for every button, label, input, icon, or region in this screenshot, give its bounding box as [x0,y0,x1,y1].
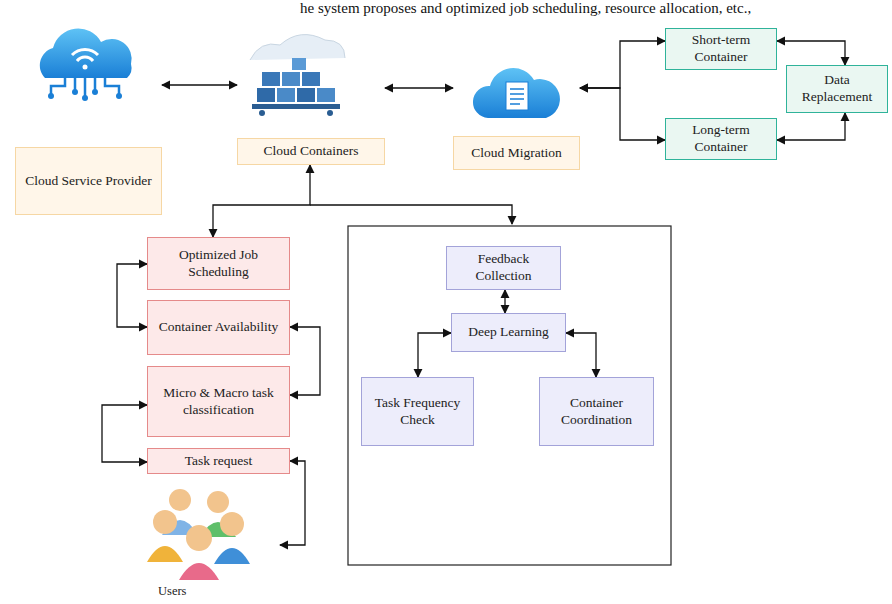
provider-box: Cloud Service Provider [15,30,162,215]
label-box: Cloud Migration [453,136,580,170]
process-box: Micro & Macro task classification [147,366,290,437]
module-box: Deep Learning [451,313,566,352]
node-text: Task Frequency Check [367,395,468,429]
connector-arrow [290,327,320,395]
connector-arrow [777,113,845,140]
cloud-migration-icon [473,68,560,118]
label-box: Cloud Service Provider [15,147,162,215]
process-box: Task request [147,448,290,474]
process-box: Container Availability [147,300,290,355]
node-text: Cloud Containers [264,143,359,160]
migration-box: Cloud Migration [453,60,580,170]
connector-arrow [580,88,665,140]
node-text: Short-term Container [671,32,771,66]
connector-arrow [580,41,665,88]
storage-box: Short-term Container [665,28,777,70]
connector-arrow [117,264,147,327]
node-text: Users [158,584,186,600]
caption-fragment: he system proposes and optimized job sch… [300,0,751,17]
node-text: Data Replacement [792,72,882,106]
connector-arrow [162,84,237,85]
process-box: Optimized Job Scheduling [147,237,290,290]
connector-arrow [566,333,596,377]
connector-arrow [213,165,310,237]
cloud-wifi-icon [40,28,132,101]
node-text: Task request [185,453,253,470]
node-text: Container Coordination [545,395,648,429]
frame-branch-line [310,205,512,224]
module-box: Feedback Collection [446,246,561,290]
connector-arrow [418,333,451,377]
node-text: Cloud Migration [471,145,561,162]
module-box: Container Coordination [539,377,654,446]
node-text: Deep Learning [468,324,549,341]
container-stack-icon [250,35,345,116]
storage-box: Long-term Container [665,118,777,160]
users-icon [147,489,250,580]
node-text: Optimized Job Scheduling [153,247,284,281]
label-box: Cloud Containers [237,138,385,165]
node-text: Micro & Macro task classification [153,385,284,419]
connector-arrow [102,405,147,462]
users-group: Users [150,480,280,600]
storage-box: Data Replacement [786,65,888,113]
node-text: Cloud Service Provider [25,173,152,190]
connector-arrow [504,290,505,313]
node-text: Long-term Container [671,122,771,156]
deep-learning-frame [348,226,671,565]
connector-arrow [777,41,845,65]
node-text: Container Availability [159,319,278,336]
module-box: Task Frequency Check [361,377,474,446]
connector-arrow [385,87,453,88]
containers-box: Cloud Containers [237,30,385,165]
node-text: Feedback Collection [452,251,555,285]
